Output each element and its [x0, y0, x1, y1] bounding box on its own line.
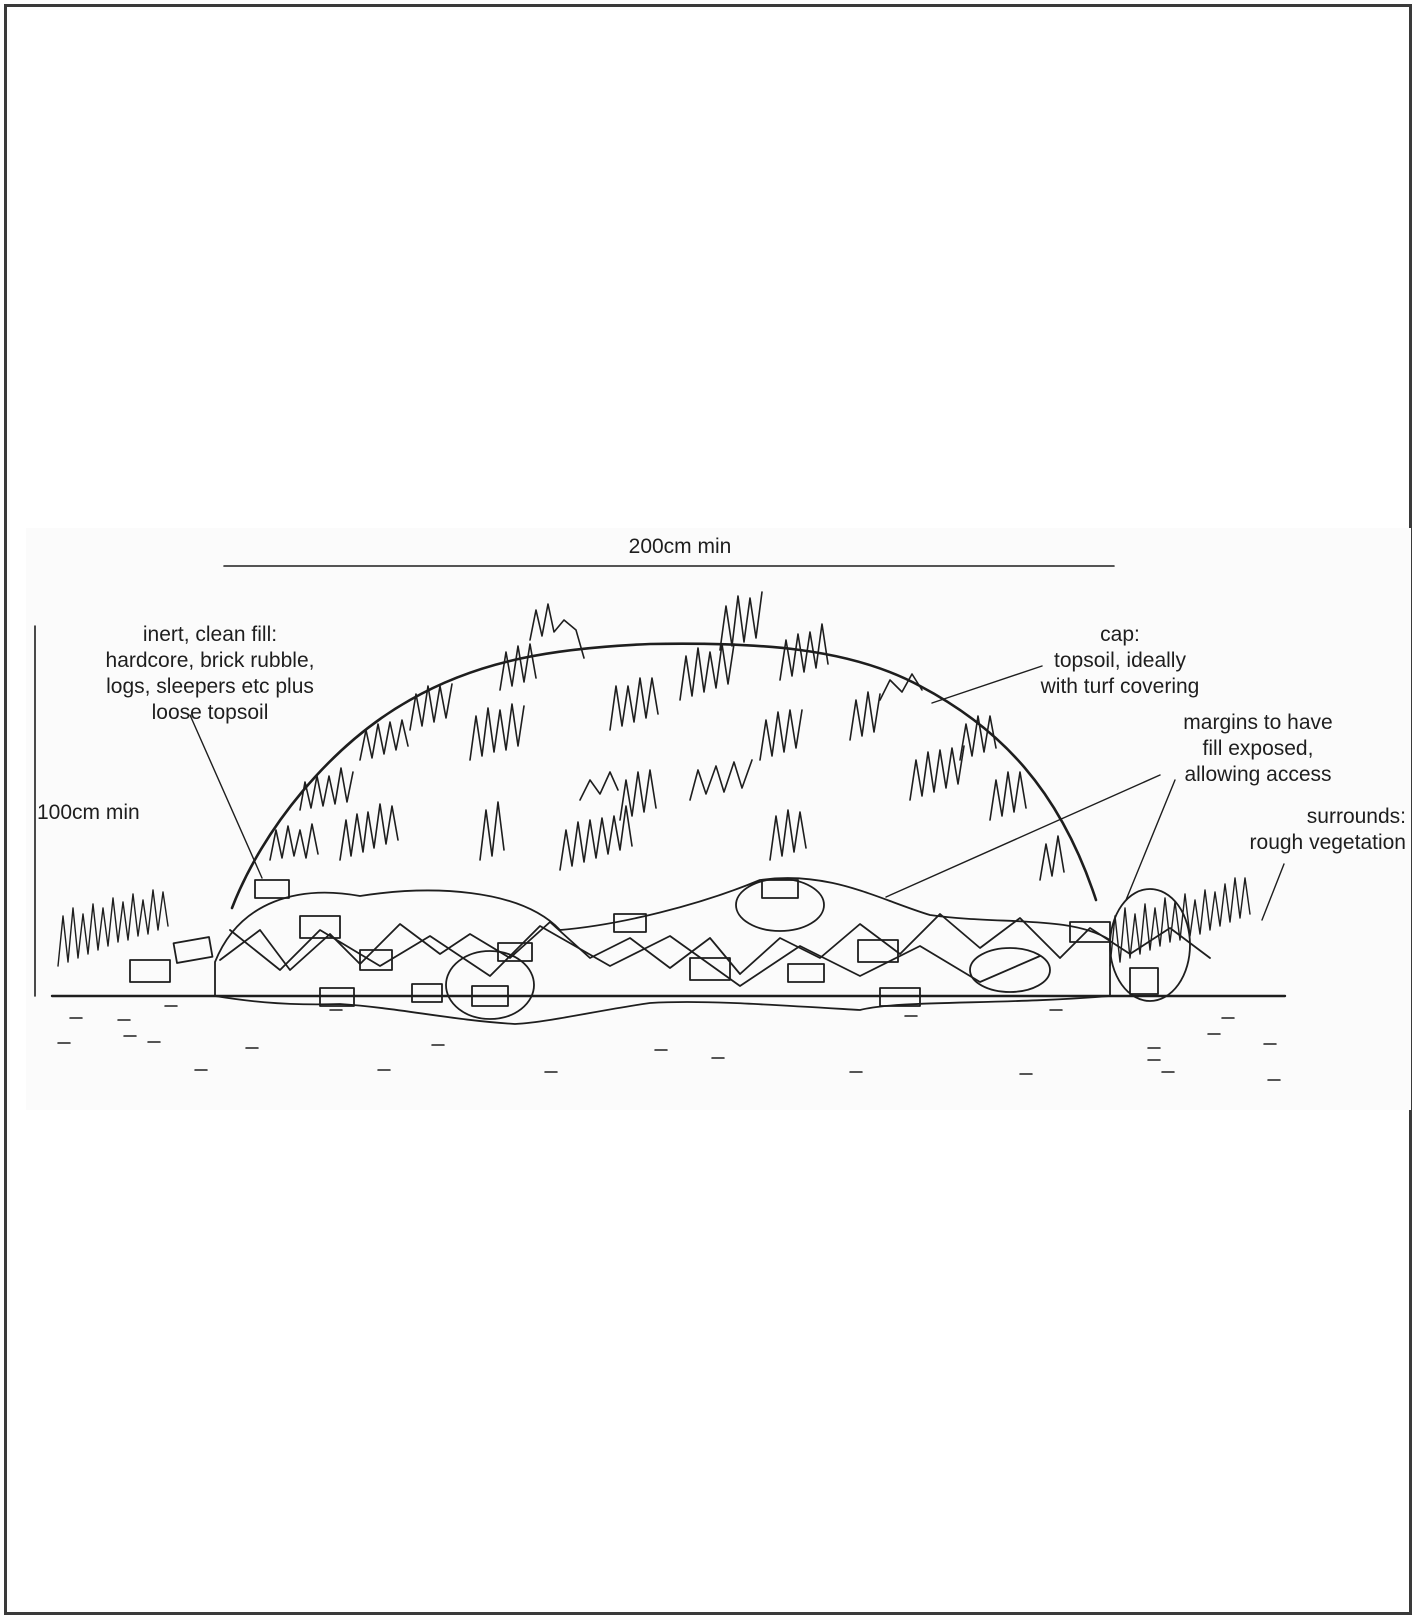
surrounds-label: surrounds: rough vegetation — [1180, 804, 1406, 856]
mound-cap-outline — [232, 644, 1096, 908]
cap-label: cap: topsoil, ideally with turf covering — [1000, 622, 1240, 700]
fill-leader — [190, 715, 262, 878]
fill-label: inert, clean fill: hardcore, brick rubbl… — [60, 622, 360, 726]
turf-grass — [270, 592, 1064, 880]
height-dimension-label: 100cm min — [37, 800, 140, 826]
surrounds-leader — [1262, 864, 1284, 920]
soil-dashes — [58, 1006, 1280, 1080]
margins-leader-2 — [1126, 780, 1175, 900]
margins-label: margins to have fill exposed, allowing a… — [1148, 710, 1368, 788]
width-dimension-label: 200cm min — [580, 534, 780, 560]
rubble-fill — [130, 878, 1210, 1024]
